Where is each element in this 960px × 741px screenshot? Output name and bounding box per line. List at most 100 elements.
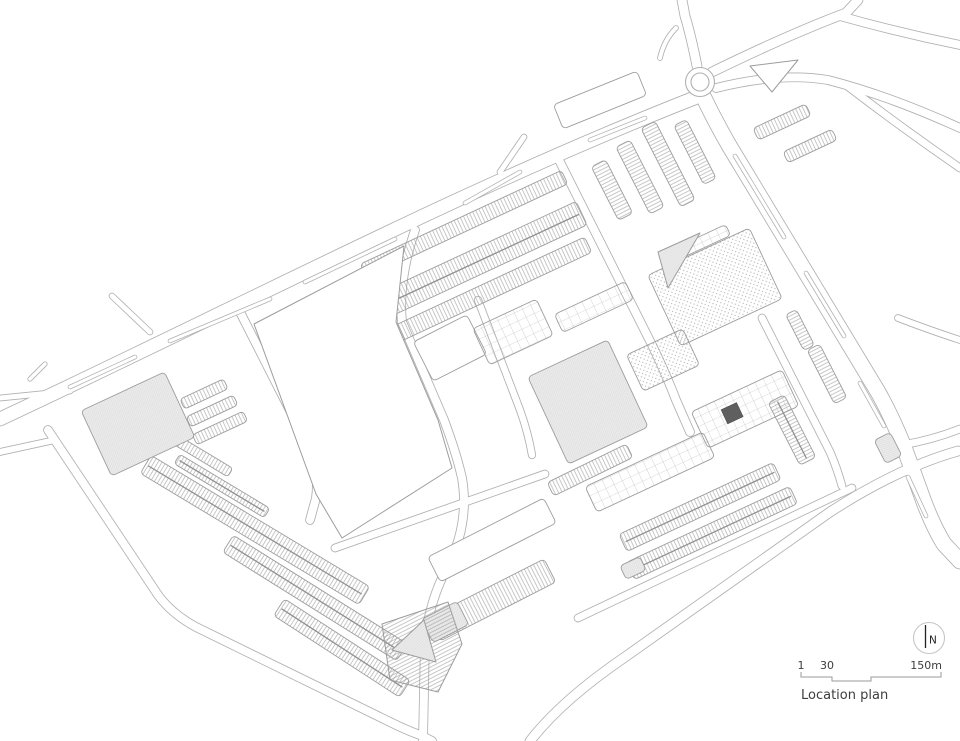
city-block-outline (783, 130, 837, 162)
city-blocks-layer (81, 59, 901, 697)
city-block (193, 411, 247, 445)
road (895, 315, 960, 343)
road-median-island (303, 237, 397, 284)
north-icon (912, 621, 946, 655)
city-block (274, 599, 410, 697)
road (474, 296, 536, 459)
road-median-island (588, 116, 647, 142)
road (836, 12, 960, 49)
road (677, 0, 702, 71)
block-spine (147, 465, 363, 595)
city-block-outline (554, 71, 646, 129)
road (497, 134, 527, 175)
city-block (769, 395, 815, 465)
scale-bar-line (800, 672, 942, 682)
city-block (592, 160, 632, 220)
traffic-island (749, 59, 799, 93)
road-median-layer (67, 115, 929, 519)
city-block (786, 310, 814, 350)
scale-label-start: 1 (798, 659, 805, 672)
road (44, 426, 436, 741)
city-block-outline (555, 282, 633, 332)
block-spine (230, 544, 400, 652)
city-block (554, 71, 646, 129)
city-block (619, 463, 781, 551)
city-block (808, 345, 846, 403)
city-block-outline (786, 310, 814, 350)
site-marker (720, 402, 744, 425)
north-label: N (929, 635, 937, 647)
scale-bar: 1 30 150m (798, 659, 942, 682)
city-block-outline (808, 345, 846, 403)
road (574, 484, 856, 622)
city-block (616, 140, 664, 214)
city-block (692, 370, 798, 448)
gray-wedge (657, 232, 701, 289)
city-block-outline (180, 379, 228, 409)
road (695, 88, 960, 569)
city-block-outline (641, 122, 695, 206)
city-block (875, 433, 901, 463)
road-median-island (68, 355, 137, 389)
city-block-outline (616, 140, 664, 214)
city-block (627, 329, 699, 391)
road (109, 293, 153, 335)
city-block-outline (586, 432, 714, 512)
road (658, 26, 678, 60)
scale-label-end: 150m (910, 659, 942, 672)
road-median-island (804, 271, 846, 338)
road-median-island (463, 170, 522, 205)
city-block (428, 498, 556, 582)
city-block-outline (753, 104, 811, 140)
road (0, 437, 58, 455)
city-block (473, 299, 553, 365)
city-block (548, 444, 632, 496)
city-block (186, 395, 238, 427)
road-median-island (733, 154, 786, 239)
city-block (555, 282, 633, 332)
city-block-outline (528, 340, 648, 464)
road (331, 470, 549, 552)
road (525, 446, 960, 741)
city-block (180, 379, 228, 409)
city-block (783, 130, 837, 162)
city-block (81, 372, 195, 476)
city-block-outline (627, 329, 699, 391)
city-block-outline (81, 372, 195, 476)
road (758, 314, 846, 490)
city-block-outline (620, 557, 646, 579)
city-block-outline (875, 433, 901, 463)
gray-wedge (391, 619, 437, 663)
city-block (648, 228, 782, 346)
city-block (175, 455, 269, 517)
road-median-island (858, 381, 886, 428)
block-spine (625, 471, 775, 543)
city-block (528, 340, 648, 464)
city-block (586, 432, 714, 512)
city-block (641, 122, 695, 206)
city-block-outline (186, 395, 238, 427)
block-spine (632, 495, 792, 571)
city-block-outline (548, 444, 632, 496)
city-block-outline (193, 411, 247, 445)
road (0, 388, 73, 401)
north-indicator: N (912, 621, 946, 655)
city-block-outline (648, 228, 782, 346)
block-spine (179, 459, 265, 513)
roundabout-inner-island (690, 72, 710, 92)
city-block-outline (428, 498, 556, 582)
roundabout (684, 66, 716, 98)
block-spine (382, 213, 580, 307)
city-block-outline (473, 299, 553, 365)
block-spine (281, 608, 403, 688)
road (712, 73, 960, 132)
city-block (674, 120, 716, 184)
city-block-outline (674, 120, 716, 184)
caption: Location plan (801, 688, 888, 703)
city-block-outline (592, 160, 632, 220)
block-spine (776, 401, 808, 459)
road (898, 425, 960, 449)
city-block (620, 557, 646, 579)
